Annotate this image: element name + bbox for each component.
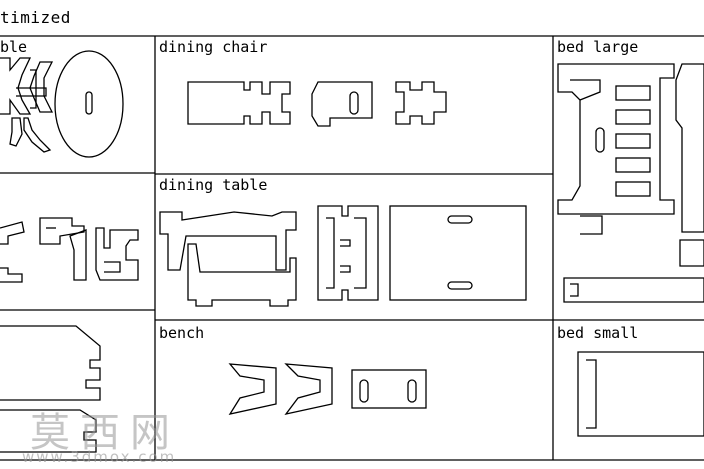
dining-chair-parts [187, 81, 447, 127]
middle-left-parts [0, 217, 139, 283]
watermark-url: www.3dmox.com [22, 448, 177, 466]
panel-grid [0, 35, 704, 461]
bed-large-parts [557, 63, 704, 303]
dining-table-parts [159, 205, 527, 307]
panel-label-dining-table: dining table [159, 176, 267, 194]
panel-label-bench: bench [159, 324, 204, 342]
panel-label-bed-small: bed small [557, 324, 638, 342]
top-left-parts [0, 50, 124, 158]
panel-label-dining-chair: dining chair [159, 38, 267, 56]
bed-small-parts [577, 351, 704, 437]
sheet-title: timized [0, 8, 71, 27]
bottom-left-parts [0, 325, 101, 453]
bench-parts [228, 363, 427, 416]
watermark-chinese: 莫西网 [30, 410, 180, 456]
panel-label-bed-large: bed large [557, 38, 638, 56]
panel-label-top-left: ble [0, 38, 27, 56]
